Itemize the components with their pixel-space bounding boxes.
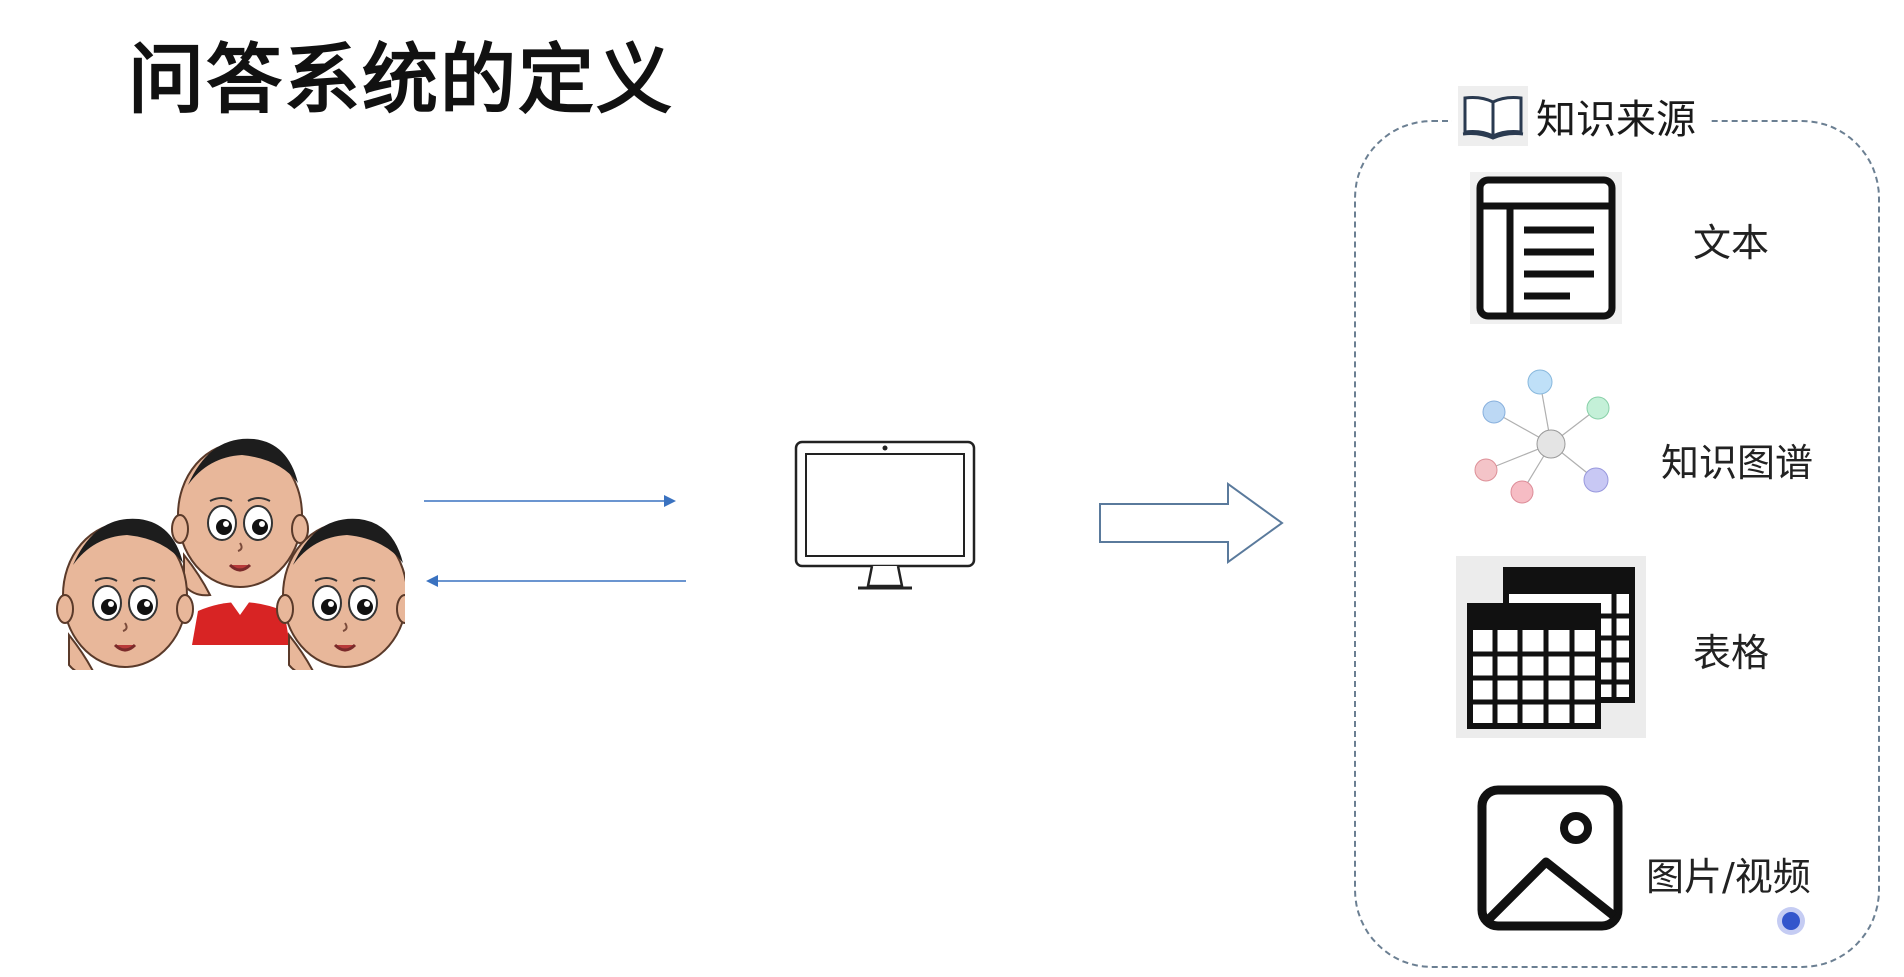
knowledge-source-title: 知识来源 xyxy=(1536,97,1696,143)
monitor-icon xyxy=(794,440,976,590)
table-icon xyxy=(1456,556,1646,738)
cursor-indicator xyxy=(1782,912,1800,930)
knowledge-source-header: 知识来源 xyxy=(1452,84,1710,148)
right-block-arrow-icon xyxy=(1099,482,1284,564)
source-label-text: 文本 xyxy=(1693,221,1770,265)
source-label-table: 表格 xyxy=(1693,631,1770,675)
open-book-icon xyxy=(1458,86,1528,146)
query-response-arrows xyxy=(424,495,686,587)
text-document-icon xyxy=(1470,172,1622,324)
source-label-knowledge-graph: 知识图谱 xyxy=(1661,441,1814,485)
knowledge-graph-icon xyxy=(1474,369,1610,504)
user-avatars xyxy=(55,437,405,670)
source-label-image-video: 图片/视频 xyxy=(1646,855,1811,899)
page-title: 问答系统的定义 xyxy=(128,35,674,124)
image-icon xyxy=(1477,785,1623,931)
